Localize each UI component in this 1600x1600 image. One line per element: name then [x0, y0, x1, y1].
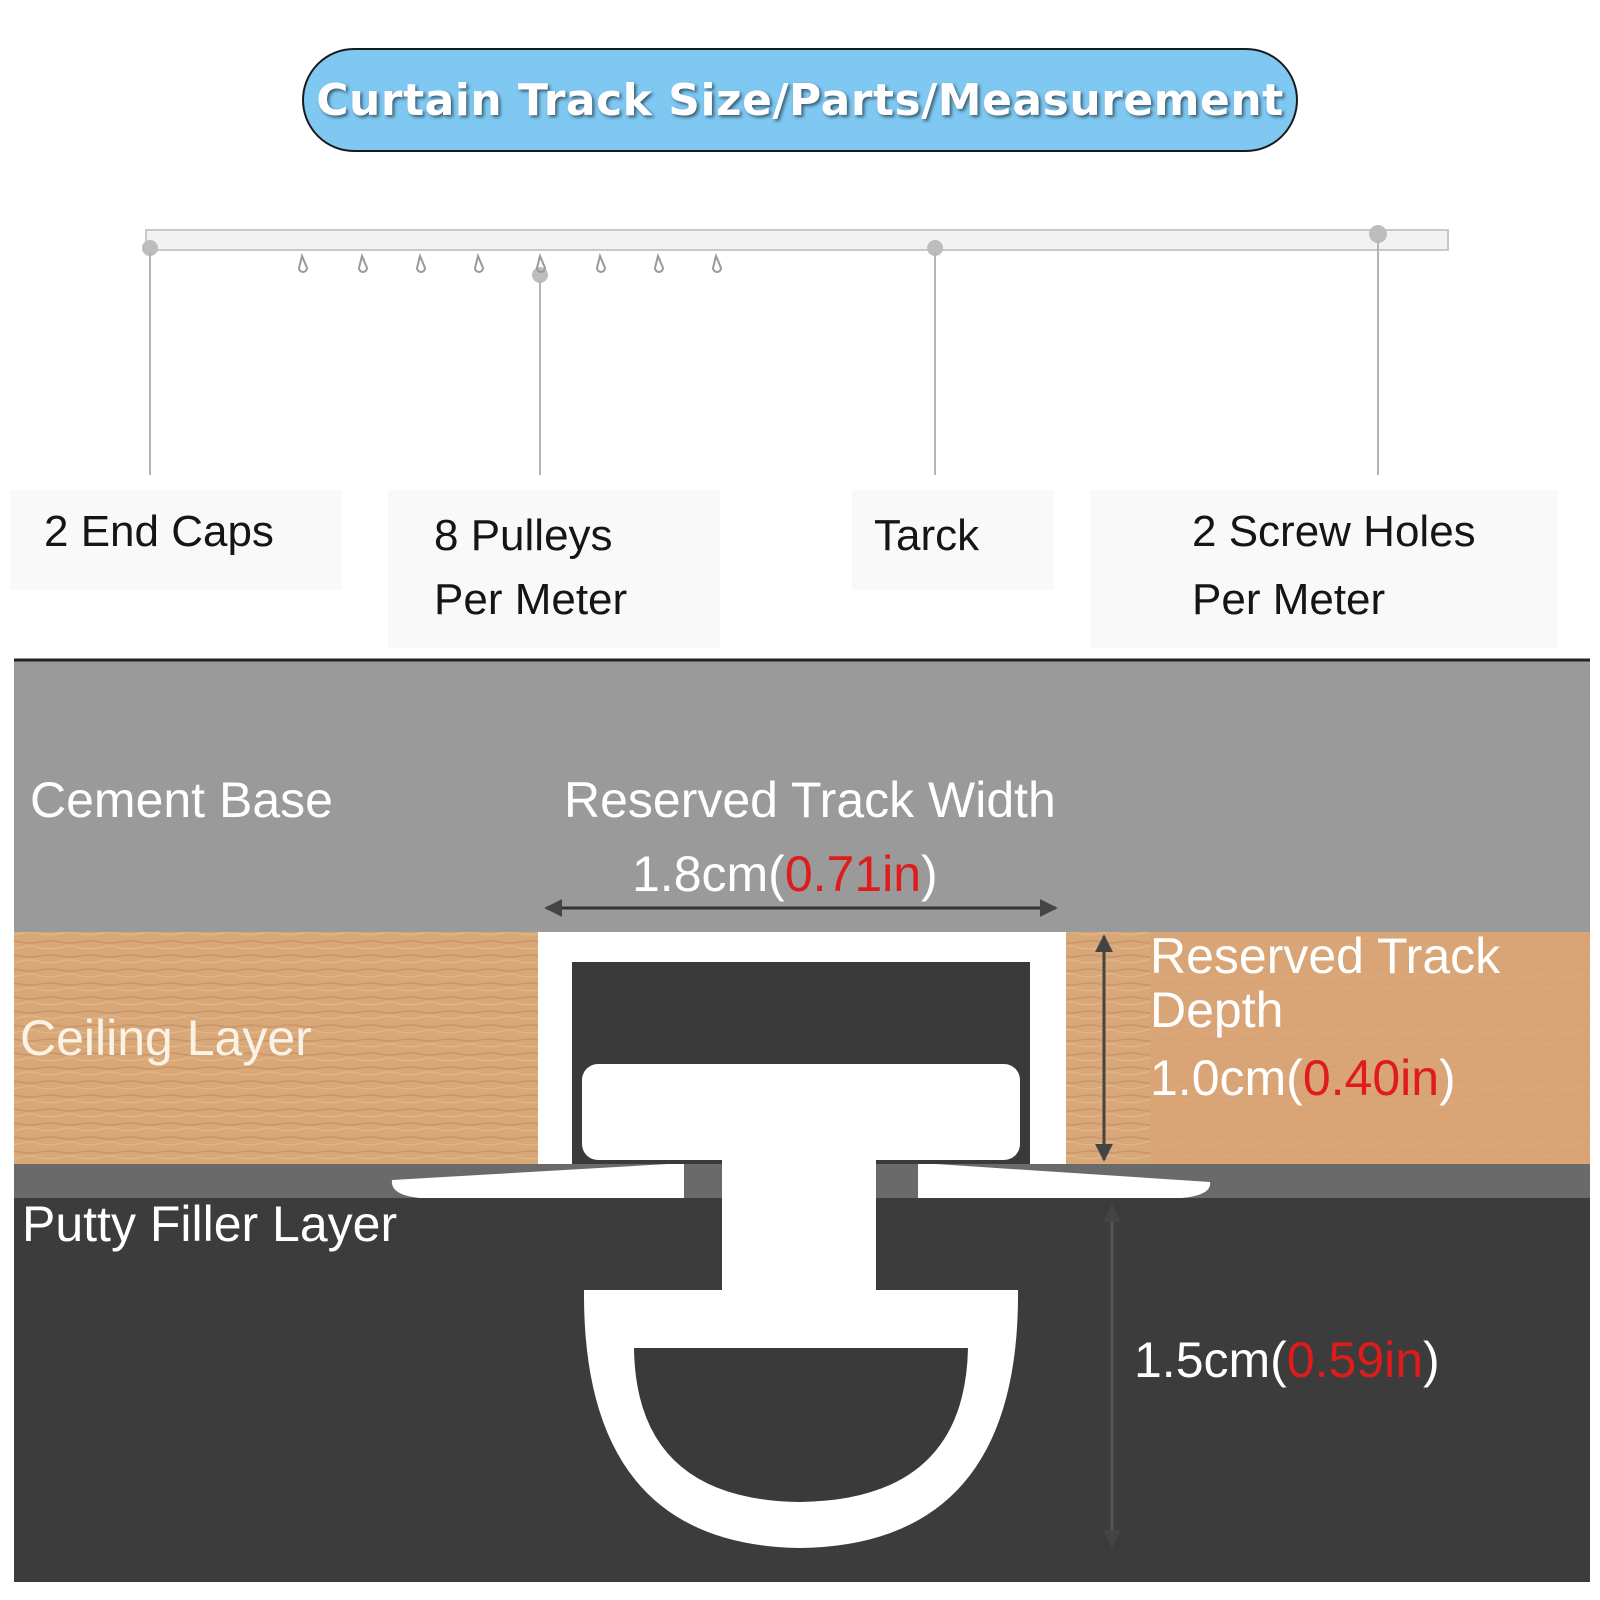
- depth-in: 0.40in: [1302, 1050, 1440, 1106]
- pulley: [357, 252, 369, 273]
- width-value: 1.8cm(0.71in): [632, 846, 938, 902]
- leader-lines: [149, 240, 1379, 475]
- track-illustration: [142, 225, 1449, 475]
- depth-title-line1: Reserved Track: [1150, 928, 1501, 984]
- ceiling-layer-label: Ceiling Layer: [20, 1010, 312, 1066]
- pulleys-label-line2: Per Meter: [434, 575, 628, 624]
- label-box-pulleys: [388, 490, 720, 648]
- bottom-cm: 1.5cm(: [1134, 1332, 1287, 1388]
- pulley: [473, 252, 485, 273]
- label-box-track: [852, 490, 1054, 590]
- width-close: ): [921, 846, 938, 902]
- putty-filler-layer-label: Putty Filler Layer: [22, 1196, 398, 1252]
- width-in: 0.71in: [784, 846, 922, 902]
- screw-holes-label-line2: Per Meter: [1192, 575, 1386, 624]
- end-cap-mid: [927, 240, 943, 256]
- ceiling-right-tint: [1150, 932, 1590, 1164]
- pulleys-label-line1: 8 Pulleys: [434, 511, 613, 560]
- cement-base: [14, 660, 1590, 932]
- pulley: [653, 252, 665, 273]
- cement-base-label: Cement Base: [30, 772, 333, 828]
- track-label: Tarck: [874, 511, 980, 560]
- depth-cm: 1.0cm(: [1150, 1050, 1303, 1106]
- end-cap-left: [142, 240, 158, 256]
- page-title: Curtain Track Size/Parts/Measurement: [316, 74, 1284, 126]
- bottom-close: ): [1423, 1332, 1440, 1388]
- width-cm: 1.8cm(: [632, 846, 785, 902]
- depth-title-line2: Depth: [1150, 982, 1284, 1038]
- pulley: [297, 252, 309, 273]
- bottom-value: 1.5cm(0.59in): [1134, 1332, 1440, 1388]
- track-bottom-hollow: [634, 1348, 968, 1502]
- label-box-screw-holes: [1090, 490, 1558, 648]
- pulley: [595, 252, 607, 273]
- end-caps-label: 2 End Caps: [44, 507, 274, 556]
- title-banner: Curtain Track Size/Parts/Measurement: [302, 48, 1298, 152]
- label-box-end-caps: [10, 490, 342, 590]
- bottom-in: 0.59in: [1286, 1332, 1424, 1388]
- track-rail: [145, 229, 1449, 251]
- screw-hole: [1369, 225, 1387, 243]
- depth-value: 1.0cm(0.40in): [1150, 1050, 1456, 1106]
- pulley: [535, 252, 547, 273]
- screw-holes-label-line1: 2 Screw Holes: [1192, 507, 1476, 556]
- width-title: Reserved Track Width: [564, 772, 1056, 828]
- pulley: [711, 252, 723, 273]
- pulleys: [297, 252, 723, 273]
- pulley: [415, 252, 427, 273]
- depth-close: ): [1439, 1050, 1456, 1106]
